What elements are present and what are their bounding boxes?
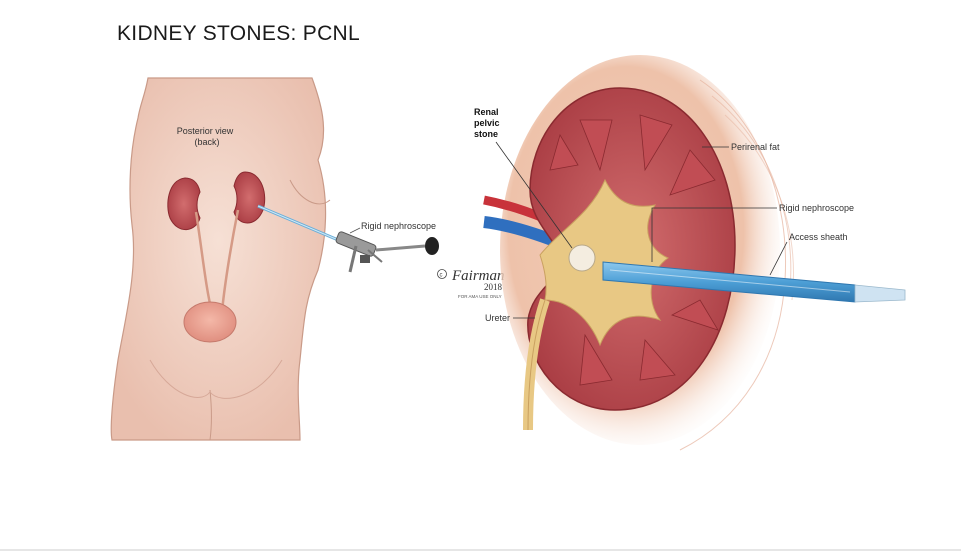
- rigid-nephroscope-left-label: Rigid nephroscope: [361, 221, 436, 231]
- signature-note: FOR AMA USE ONLY: [458, 294, 502, 299]
- renal-pelvic-stone-label-1: Renal: [474, 107, 499, 117]
- rigid-nephroscope-right-label: Rigid nephroscope: [779, 203, 854, 213]
- renal-pelvic-stone: [569, 245, 595, 271]
- left-kidney: [168, 178, 200, 230]
- ureter-label: Ureter: [485, 313, 510, 323]
- footer-divider: [0, 549, 961, 551]
- posterior-view-label: Posterior view: [177, 126, 234, 136]
- access-sheath-label: Access sheath: [789, 232, 848, 242]
- renal-pelvic-stone-label-3: stone: [474, 129, 498, 139]
- svg-text:c: c: [440, 273, 443, 279]
- artist-signature: c Fairman 2018 FOR AMA USE ONLY: [438, 268, 505, 299]
- perirenal-fat-label: Perirenal fat: [731, 142, 780, 152]
- renal-pelvic-stone-label-2: pelvic: [474, 118, 500, 128]
- posterior-view-sublabel: (back): [194, 137, 219, 147]
- bladder: [184, 302, 236, 342]
- signature-year: 2018: [484, 282, 503, 292]
